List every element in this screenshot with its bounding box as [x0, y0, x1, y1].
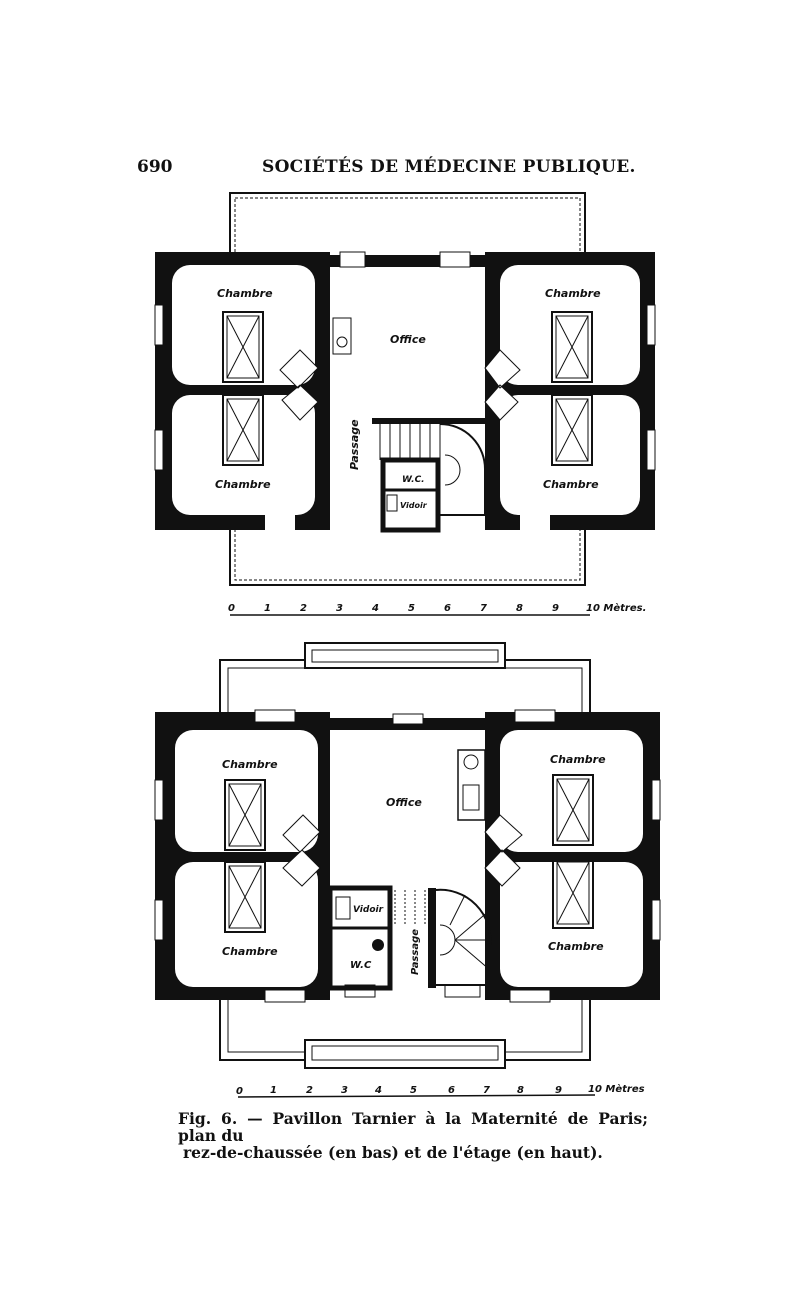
room-label-chambre: Chambre	[545, 287, 601, 300]
caption-line-1: Fig. 6. — Pavillon Tarnier à la Maternit…	[178, 1109, 648, 1145]
room-label-chambre: Chambre	[550, 753, 606, 766]
svg-text:8: 8	[517, 1085, 524, 1096]
svg-text:5: 5	[408, 603, 415, 614]
room-label-wc: W.C	[350, 960, 372, 971]
room-label-vidoir: Vidoir	[400, 501, 428, 510]
svg-text:5: 5	[410, 1085, 417, 1096]
svg-text:2: 2	[306, 1085, 313, 1096]
ground-floor-plan: Vidoir W.C Chambre Chambre Chambre Chamb…	[154, 642, 661, 1098]
svg-text:7: 7	[480, 603, 487, 614]
svg-text:1: 1	[270, 1085, 277, 1096]
svg-text:7: 7	[483, 1085, 490, 1096]
svg-text:10 Mètres: 10 Mètres	[588, 1083, 645, 1095]
svg-text:3: 3	[341, 1085, 348, 1096]
scale-bar: 0 1 2 3 4 5 6 7 8 9 10 Mètres.	[228, 602, 646, 616]
room-label-chambre: Chambre	[222, 758, 278, 771]
upper-floor-plan: W.C. Vidoir Chambre Chambre Chambre Cham…	[154, 192, 656, 616]
svg-text:6: 6	[444, 603, 451, 614]
svg-text:10 Mètres.: 10 Mètres.	[586, 602, 646, 614]
running-title: SOCIÉTÉS DE MÉDECINE PUBLIQUE.	[262, 157, 636, 177]
room-label-passage: Passage	[410, 929, 421, 975]
svg-text:4: 4	[374, 1085, 382, 1096]
room-label-office: Office	[386, 796, 422, 809]
svg-text:0: 0	[228, 603, 235, 614]
svg-text:4: 4	[371, 603, 379, 614]
room-label-chambre: Chambre	[543, 478, 599, 491]
room-label-office: Office	[390, 333, 426, 346]
room-label-chambre: Chambre	[215, 478, 271, 491]
svg-text:0: 0	[236, 1086, 243, 1097]
svg-text:1: 1	[264, 603, 271, 614]
scale-bar: 0 1 2 3 4 5 6 7 8 9 10 Mètres	[236, 1083, 645, 1098]
svg-text:9: 9	[555, 1085, 562, 1096]
room-label-chambre: Chambre	[217, 287, 273, 300]
room-label-wc: W.C.	[402, 475, 425, 485]
svg-text:2: 2	[300, 603, 307, 614]
room-label-chambre: Chambre	[548, 940, 604, 953]
svg-text:6: 6	[448, 1085, 455, 1096]
figure-caption: Fig. 6. — Pavillon Tarnier à la Maternit…	[178, 1110, 648, 1161]
room-label-vidoir: Vidoir	[353, 905, 384, 915]
svg-text:9: 9	[552, 603, 559, 614]
room-label-chambre: Chambre	[222, 945, 278, 958]
room-label-passage: Passage	[348, 419, 361, 470]
caption-line-2: rez-de-chaussée (en bas) et de l'étage (…	[183, 1143, 603, 1162]
svg-text:3: 3	[336, 603, 343, 614]
svg-text:8: 8	[516, 603, 523, 614]
page-number: 690	[137, 157, 173, 177]
